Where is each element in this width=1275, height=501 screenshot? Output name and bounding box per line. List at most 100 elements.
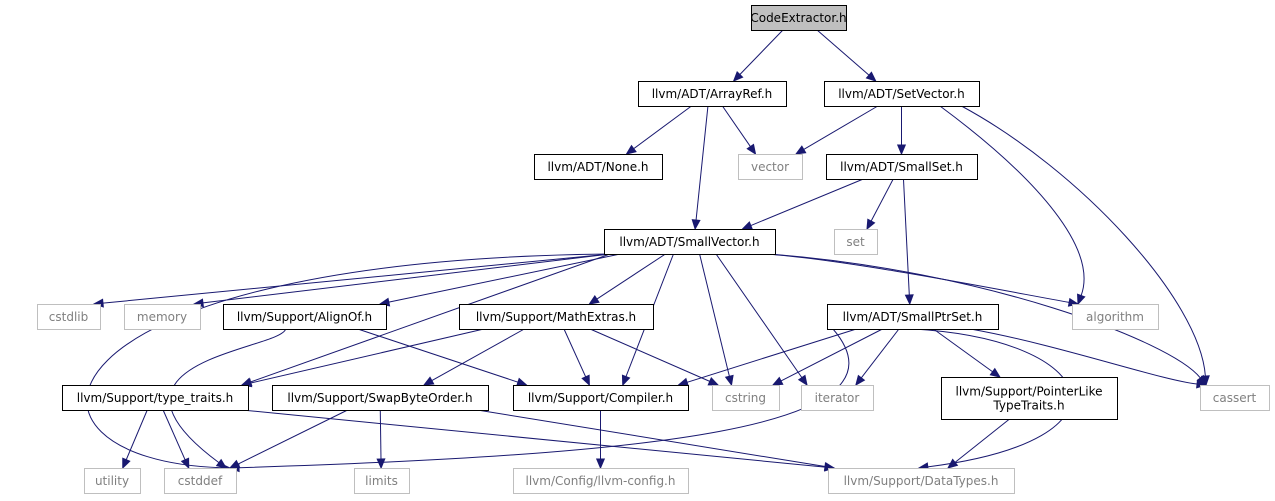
node-label: vector: [751, 160, 789, 174]
node-box: [164, 468, 237, 494]
node-cstring: cstring: [712, 385, 780, 411]
node-box: [272, 385, 489, 411]
node-box: [751, 5, 847, 31]
edge-line: [169, 328, 287, 464]
edge-line: [695, 105, 709, 221]
edge-line: [739, 29, 784, 75]
edge-line: [250, 253, 611, 383]
edge-setvector-to-smallset: [896, 106, 907, 156]
edge-mathextras-to-typetraits: [240, 328, 484, 388]
edge-line: [125, 409, 148, 460]
edge-pointerlike-to-datatypes: [946, 418, 1010, 469]
edge-typetraits-to-utility: [122, 409, 148, 470]
node-label: llvm/ADT/SmallPtrSet.h: [843, 310, 983, 324]
arrowhead: [707, 377, 720, 386]
edge-line: [241, 409, 826, 468]
node-label: llvm/Support/DataTypes.h: [844, 474, 999, 488]
node-codeextractor[interactable]: CodeExtractor.h: [750, 5, 847, 31]
arrowhead: [797, 374, 808, 387]
node-box: [834, 229, 878, 255]
node-cstddef: cstddef: [164, 468, 237, 494]
node-box: [513, 385, 689, 411]
node-mathextras[interactable]: llvm/Support/MathExtras.h: [459, 304, 654, 330]
edge-line: [766, 253, 1070, 303]
arrowhead: [588, 294, 600, 305]
node-label: set: [846, 235, 865, 249]
node-box: [827, 304, 999, 330]
edge-line: [699, 253, 730, 377]
edges-layer: [86, 29, 1210, 473]
node-box: [604, 229, 776, 255]
node-compiler[interactable]: llvm/Support/Compiler.h: [513, 385, 689, 411]
edge-line: [954, 418, 1010, 463]
edge-alignof-to-cstddef: [169, 328, 287, 469]
edge-mathextras-to-swapbyteorder: [422, 328, 525, 386]
node-box: [1200, 385, 1270, 411]
edge-arrayref-to-smallvector: [691, 105, 709, 231]
edge-smallptrset-to-compiler: [677, 328, 857, 387]
node-label: llvm/Support/MathExtras.h: [476, 310, 636, 324]
arrowhead: [794, 145, 807, 155]
node-box: [84, 468, 141, 494]
arrowhead: [865, 71, 877, 82]
node-typetraits[interactable]: llvm/Support/type_traits.h: [62, 385, 249, 411]
node-arrayref[interactable]: llvm/ADT/ArrayRef.h: [638, 81, 787, 107]
arrowhead: [732, 71, 744, 82]
node-smallvector[interactable]: llvm/ADT/SmallVector.h: [604, 229, 776, 255]
edge-smallvector-to-alignof: [378, 253, 621, 307]
arrowhead: [422, 376, 435, 386]
node-setvector[interactable]: llvm/ADT/SetVector.h: [824, 81, 980, 107]
node-box: [62, 385, 249, 411]
node-box: [712, 385, 780, 411]
edge-line: [715, 253, 803, 378]
node-box: [37, 304, 101, 330]
edge-line: [768, 253, 1201, 379]
node-label: llvm/ADT/SetVector.h: [838, 87, 965, 101]
edge-line: [86, 253, 611, 469]
node-label: llvm/ADT/SmallVector.h: [619, 235, 759, 249]
arrowhead: [228, 459, 241, 469]
arrowhead: [989, 367, 1001, 378]
node-algorithm: algorithm: [1072, 304, 1159, 330]
edge-line: [357, 328, 519, 383]
edge-typetraits-to-datatypes: [241, 409, 836, 472]
nodes-layer: CodeExtractor.h llvm/ADT/ArrayRef.h llvm/A…: [37, 5, 1270, 494]
arrowhead: [376, 458, 386, 470]
node-box: [223, 304, 387, 330]
node-box: [828, 468, 1015, 494]
node-label: llvm/ADT/ArrayRef.h: [652, 87, 773, 101]
node-swapbyteorder[interactable]: llvm/Support/SwapByteOrder.h: [272, 385, 489, 411]
edge-line: [431, 328, 525, 382]
node-label: limits: [365, 474, 398, 488]
node-box: [534, 154, 663, 180]
arrowhead: [595, 458, 606, 470]
arrowhead: [771, 376, 784, 386]
edge-line: [589, 328, 710, 382]
edge-arrayref-to-vector: [722, 105, 757, 156]
edge-line: [477, 409, 826, 468]
edge-line: [933, 328, 993, 373]
edge-smallvector-to-iterator: [715, 253, 808, 387]
node-label: algorithm: [1086, 310, 1144, 324]
edge-compiler-to-llvmconfig: [595, 410, 606, 470]
node-box: [513, 468, 689, 494]
edge-typetraits-to-cstddef: [162, 409, 190, 470]
edge-line: [803, 105, 879, 150]
edge-line: [379, 409, 382, 460]
node-label: iterator: [815, 391, 860, 405]
edge-codeextractor-to-arrayref: [732, 29, 784, 82]
arrowhead: [724, 374, 734, 387]
node-smallset[interactable]: llvm/ADT/SmallSet.h: [826, 154, 978, 180]
edge-swapbyteorder-to-datatypes: [477, 409, 836, 471]
node-smallptrset[interactable]: llvm/ADT/SmallPtrSet.h: [827, 304, 999, 330]
edge-line: [870, 178, 894, 222]
node-alignof[interactable]: llvm/Support/AlignOf.h: [223, 304, 387, 330]
edge-smallvector-to-memory: [192, 253, 611, 308]
arrowhead: [691, 219, 701, 231]
node-none[interactable]: llvm/ADT/None.h: [534, 154, 663, 180]
node-label: llvm/Support/Compiler.h: [528, 391, 673, 405]
edge-line: [939, 105, 1085, 296]
arrowhead: [866, 218, 876, 231]
node-utility: utility: [84, 468, 141, 494]
